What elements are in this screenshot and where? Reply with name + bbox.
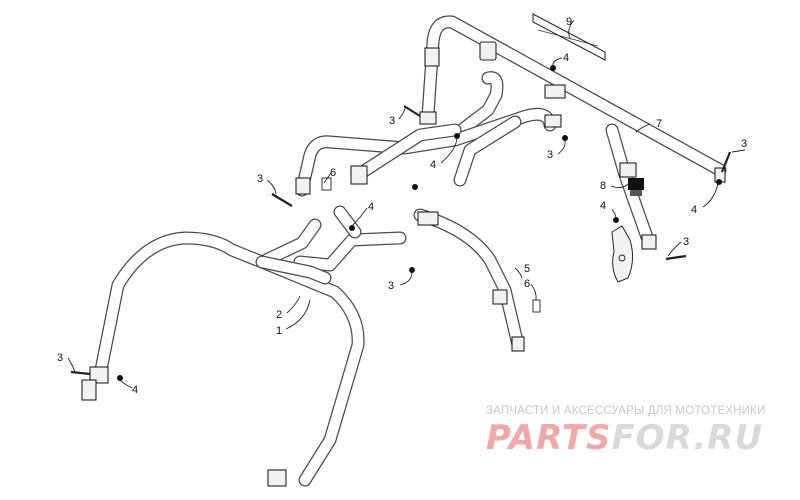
callout-6: 6: [524, 278, 530, 290]
clamp: [295, 177, 311, 195]
callout-5: 5: [524, 263, 530, 275]
callout-6: 6: [330, 167, 336, 179]
callout-3: 3: [388, 280, 394, 292]
clamp: [511, 336, 525, 352]
callout-4: 4: [132, 384, 138, 396]
watermark-brand-a: PARTS: [486, 418, 612, 458]
callout-4: 4: [691, 204, 697, 216]
callouts: 9 4 3 7 3 3 4 3 6 8 4 4 4 3 5 6 3 2 1 3 …: [57, 16, 747, 396]
clamp: [619, 162, 637, 178]
callout-4: 4: [368, 201, 374, 213]
callout-7: 7: [656, 118, 662, 130]
callout-8: 8: [600, 180, 606, 192]
clamp: [641, 234, 657, 250]
clamp: [544, 114, 562, 128]
front-hoop-part-1: [93, 231, 365, 487]
clamp: [544, 84, 566, 99]
callout-3: 3: [389, 115, 395, 127]
label-plate-part-9: [532, 13, 606, 61]
clamp: [424, 47, 440, 67]
clamp: [89, 366, 109, 384]
bracket-part-8: [611, 178, 644, 283]
middle-frame-part-2: [255, 205, 407, 272]
watermark-tagline: ЗАПЧАСТИ И АКСЕССУАРЫ ДЛЯ МОТОТЕХНИКИ: [486, 405, 766, 417]
callout-3: 3: [683, 236, 689, 248]
clamp-group: [81, 41, 726, 487]
clamp: [479, 41, 497, 61]
clamp: [267, 469, 287, 487]
hardware-group: [70, 65, 732, 381]
leader-lines: [67, 19, 746, 389]
clamp: [350, 165, 368, 185]
watermark-logo: PARTSFOR.RU: [486, 418, 786, 460]
callout-2: 2: [276, 309, 282, 321]
watermark-brand-b: FOR.RU: [611, 418, 764, 458]
callout-3: 3: [57, 352, 63, 364]
callout-3: 3: [257, 173, 263, 185]
callout-1: 1: [276, 325, 282, 337]
callout-4: 4: [563, 52, 569, 64]
clamp: [81, 379, 97, 401]
callout-9: 9: [566, 16, 572, 28]
callout-3: 3: [741, 138, 747, 150]
callout-3: 3: [547, 149, 553, 161]
callout-4: 4: [600, 200, 606, 212]
clamp: [417, 211, 439, 226]
mid-cross-frame-part-5: [295, 107, 557, 352]
callout-4: 4: [430, 159, 436, 171]
clamp: [419, 111, 437, 125]
clamp: [492, 289, 508, 305]
